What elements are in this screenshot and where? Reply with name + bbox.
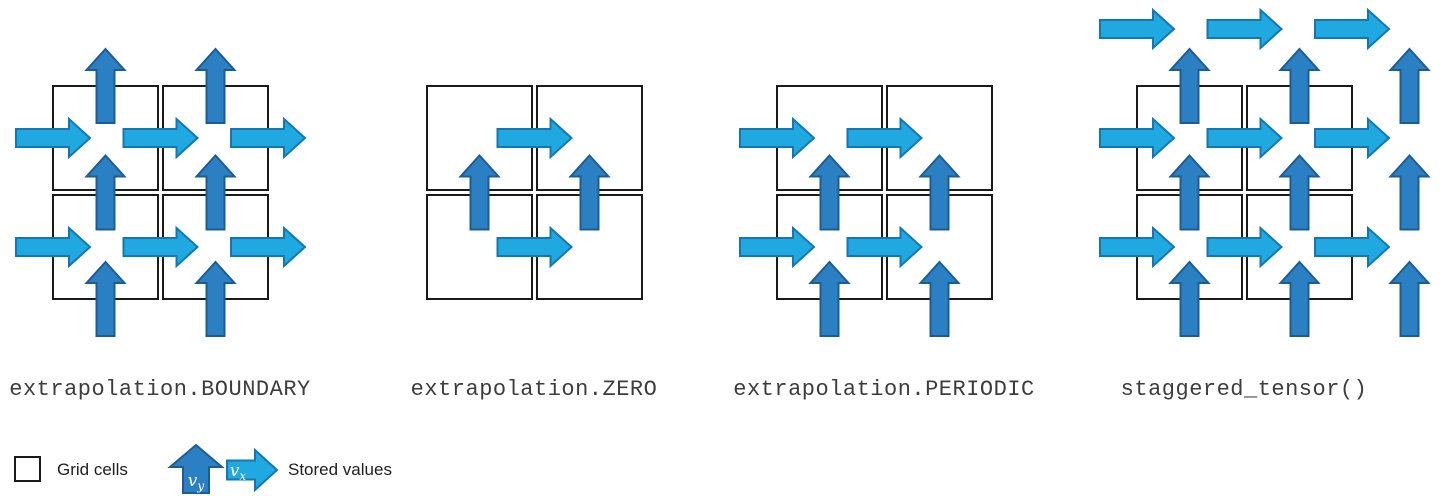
vy-arrow	[918, 154, 961, 231]
vx-arrow	[122, 116, 199, 160]
vy-arrow	[1278, 47, 1321, 124]
vx-arrow	[1206, 7, 1283, 51]
vx-arrow	[1314, 225, 1391, 269]
vy-arrow	[194, 154, 237, 231]
vx-arrow	[230, 116, 307, 160]
stored-values-legend-arrows: vy vx	[167, 443, 279, 494]
vx-arrow	[846, 116, 923, 160]
vx-arrow	[1314, 7, 1391, 51]
vy-arrow	[1388, 260, 1431, 337]
vx-arrow	[496, 225, 573, 269]
vy-arrow-icon	[167, 443, 225, 494]
vy-arrow	[194, 260, 237, 337]
vy-arrow	[84, 154, 127, 231]
vy-arrow	[1278, 260, 1321, 337]
panel-label-staggered-tensor: staggered_tensor()	[1120, 377, 1368, 402]
vx-arrow-icon	[226, 447, 279, 493]
vx-arrow	[739, 225, 816, 269]
vy-arrow	[808, 154, 851, 231]
vx-arrow	[496, 116, 573, 160]
vx-arrow	[1099, 116, 1176, 160]
grid-cell-legend-swatch	[14, 456, 41, 482]
vy-arrow	[84, 260, 127, 337]
vy-arrow	[918, 260, 961, 337]
vy-arrow	[1388, 154, 1431, 231]
vx-arrow	[1206, 116, 1283, 160]
vx-arrow	[739, 116, 816, 160]
vy-arrow	[1168, 154, 1211, 231]
vx-arrow	[1206, 225, 1283, 269]
vx-arrow	[1099, 7, 1176, 51]
vy-symbol: vy	[188, 471, 205, 493]
vx-arrow	[1099, 225, 1176, 269]
vy-arrow	[1278, 154, 1321, 231]
vx-arrow	[230, 225, 307, 269]
vy-arrow	[458, 154, 501, 231]
panel-label-boundary: extrapolation.BOUNDARY	[9, 377, 311, 402]
vy-arrow	[1388, 47, 1431, 124]
legend: Grid cells vy vx Stored values	[0, 438, 420, 496]
vx-symbol: vx	[230, 461, 247, 483]
vy-arrow	[1168, 47, 1211, 124]
vy-arrow	[194, 47, 237, 124]
panel-label-zero: extrapolation.ZERO	[410, 377, 658, 402]
vx-arrow	[15, 116, 92, 160]
grid-cells-label: Grid cells	[57, 460, 128, 479]
vy-arrow	[808, 260, 851, 337]
vx-arrow	[15, 225, 92, 269]
vy-arrow	[84, 47, 127, 124]
panel-label-periodic: extrapolation.PERIODIC	[733, 377, 1035, 402]
vx-arrow	[846, 225, 923, 269]
vx-arrow	[122, 225, 199, 269]
vy-arrow	[568, 154, 611, 231]
vy-arrow	[1168, 260, 1211, 337]
stored-values-label: Stored values	[288, 460, 392, 479]
vx-arrow	[1314, 116, 1391, 160]
